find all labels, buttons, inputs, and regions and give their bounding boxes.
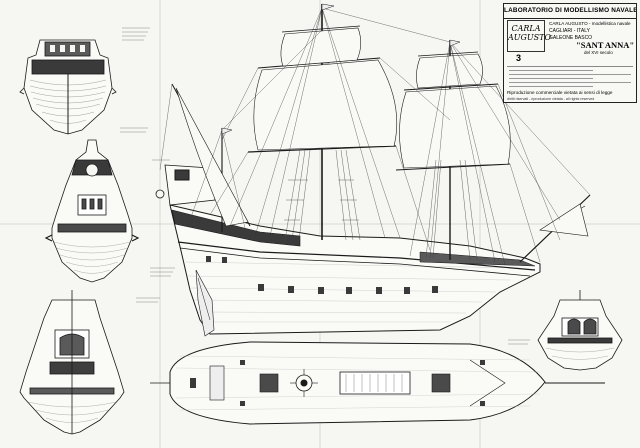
logo-line-1: CARLA [511, 24, 541, 33]
rights-note: diritti riservati - riproduzione vietata… [507, 97, 595, 101]
studio-logo: CARLA AUGUSTO [507, 20, 552, 52]
bow-view-middle [44, 139, 140, 283]
side-elevation [155, 164, 591, 337]
stern-section-bottom [19, 290, 125, 435]
sheet-number: 3 [516, 53, 522, 63]
annotation-blocks [120, 27, 530, 345]
vessel-type: GALEONE BASCO [549, 35, 593, 41]
vessel-century: del XVI secolo [584, 50, 613, 55]
gunports [206, 256, 438, 294]
bow-section-right [537, 290, 623, 371]
logo-line-2: AUGUSTO [508, 33, 552, 42]
stern-view-top [19, 39, 117, 135]
vessel-name: "SANT ANNA" [576, 40, 635, 50]
studio-city: CAGLIARI - ITALY [549, 28, 590, 34]
reproduction-note: Riproduzione commerciale vietata ai sens… [507, 90, 613, 95]
flags [221, 3, 461, 135]
specifications-table [507, 66, 633, 89]
studio-name: CARLA AUGUSTO - modellistica navale [549, 21, 631, 26]
deck-plan [150, 341, 605, 425]
title-block: LABORATORIO DI MODELLISMO NAVALE CARLA A… [503, 3, 637, 103]
shrouds [284, 149, 478, 261]
sails [175, 27, 589, 237]
rigging [159, 7, 591, 266]
lab-header: LABORATORIO DI MODELLISMO NAVALE [504, 4, 636, 19]
